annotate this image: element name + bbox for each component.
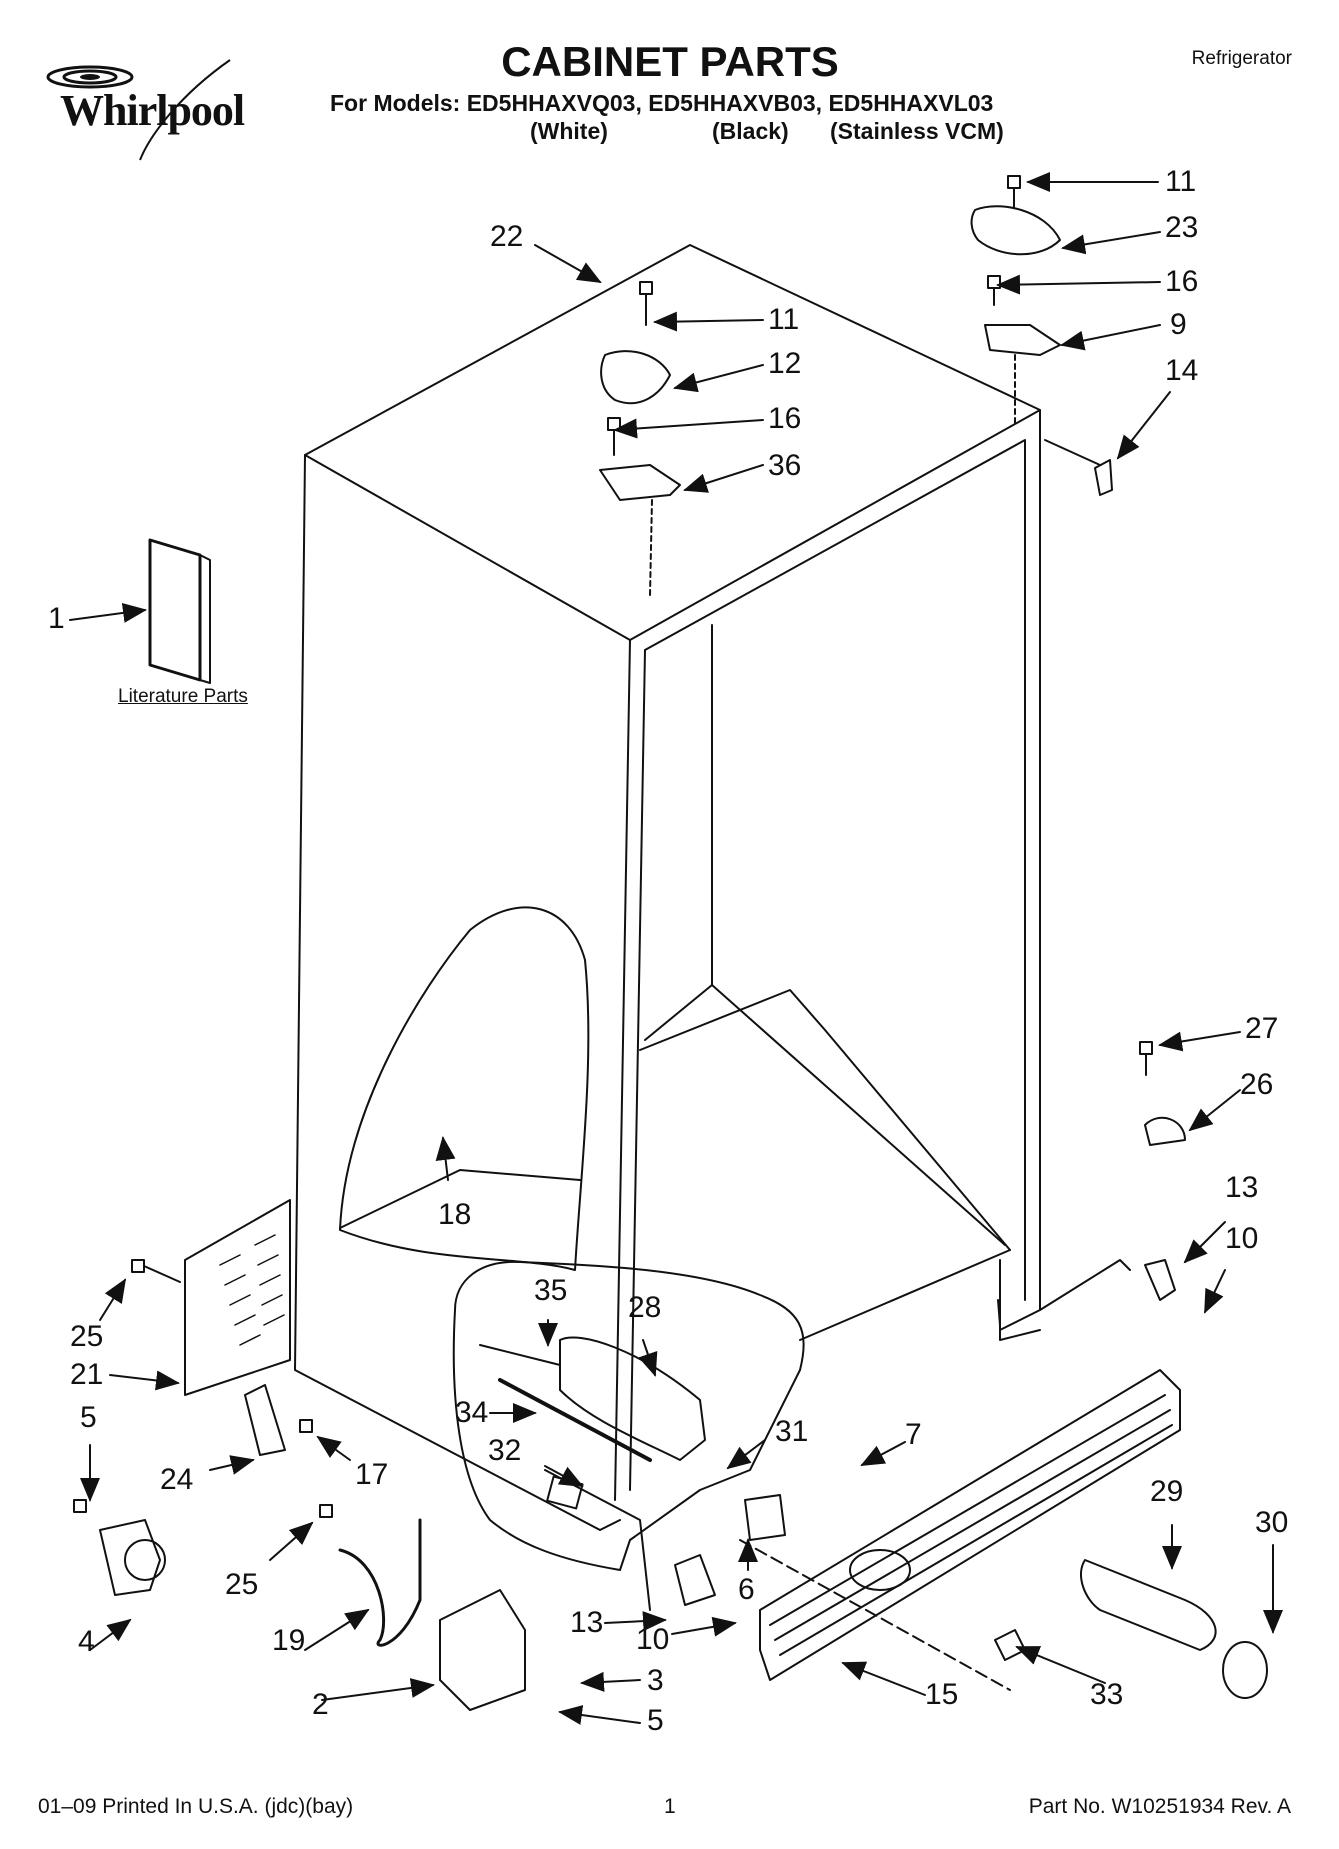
part-number: Part No. W10251934 Rev. A xyxy=(1028,1795,1291,1818)
hinge-bracket-9 xyxy=(984,324,1061,356)
callout-34: 34 xyxy=(455,1396,489,1429)
callout-27: 27 xyxy=(1245,1012,1279,1045)
cutaway-28 xyxy=(452,1260,805,1571)
callout-14: 14 xyxy=(1165,354,1199,387)
stop-14 xyxy=(1094,459,1113,496)
callout-26: 26 xyxy=(1240,1068,1274,1101)
roller-4 xyxy=(99,1519,161,1596)
hinge-cover-12 xyxy=(600,350,671,405)
callout-25-left: 25 xyxy=(70,1320,104,1353)
clip-33 xyxy=(994,1629,1026,1661)
brand-wordmark: Whirlpool xyxy=(60,86,245,135)
callout-33: 33 xyxy=(1090,1678,1124,1711)
callout-21: 21 xyxy=(70,1358,104,1391)
callout-31: 31 xyxy=(775,1415,809,1448)
category-label: Refrigerator xyxy=(1191,48,1292,69)
literature-parts-label: Literature Parts xyxy=(118,686,248,707)
callout-17: 17 xyxy=(355,1458,389,1491)
callout-18: 18 xyxy=(438,1198,472,1231)
callout-25-bottom: 25 xyxy=(225,1568,259,1601)
literature-booklet xyxy=(148,538,202,682)
filter-cap-30 xyxy=(1222,1641,1268,1699)
callout-10-bottom: 10 xyxy=(636,1623,670,1656)
bracket-13-top xyxy=(1144,1259,1176,1301)
callout-13-right: 13 xyxy=(1225,1171,1259,1204)
tube-34 xyxy=(498,1378,652,1462)
callout-1: 1 xyxy=(48,602,65,635)
callout-36: 36 xyxy=(768,449,802,482)
hinge-bracket-36 xyxy=(599,464,681,501)
models-line: For Models: ED5HHAXVQ03, ED5HHAXVB03, ED… xyxy=(330,90,994,116)
callout-13-bottom: 13 xyxy=(570,1606,604,1639)
bottom-hinge-2 xyxy=(439,1589,526,1711)
bracket-24 xyxy=(244,1384,286,1456)
callout-16-top: 16 xyxy=(1165,265,1199,298)
filter-cartridge-29 xyxy=(1080,1559,1217,1651)
panel-21 xyxy=(184,1199,291,1396)
callout-15: 15 xyxy=(925,1678,959,1711)
callout-6: 6 xyxy=(738,1573,755,1606)
callout-5-bottom: 5 xyxy=(647,1704,664,1737)
screws xyxy=(73,175,1153,1518)
callout-9: 9 xyxy=(1170,308,1187,341)
callout-24: 24 xyxy=(160,1463,194,1496)
water-tube-19 xyxy=(338,1518,422,1647)
callout-5-left: 5 xyxy=(80,1401,97,1434)
leader-arrows xyxy=(69,172,1283,1725)
toe-grille-15 xyxy=(739,1369,1181,1691)
variant-stainless: (Stainless VCM) xyxy=(830,118,1004,144)
callout-23: 23 xyxy=(1165,211,1199,244)
callout-12: 12 xyxy=(768,347,802,380)
cabinet-body xyxy=(294,244,1131,1611)
bracket-26 xyxy=(1144,1116,1186,1146)
callout-35: 35 xyxy=(534,1274,568,1307)
callout-7: 7 xyxy=(905,1418,922,1451)
callout-16: 16 xyxy=(768,402,802,435)
callout-30: 30 xyxy=(1255,1506,1289,1539)
callout-11-top: 11 xyxy=(1165,165,1197,198)
callout-10-right: 10 xyxy=(1225,1222,1259,1255)
tube-35 xyxy=(479,1344,561,1366)
callout-29: 29 xyxy=(1150,1475,1184,1508)
variant-white: (White) xyxy=(530,118,608,144)
bracket-6 xyxy=(744,1494,786,1541)
callout-3: 3 xyxy=(647,1664,664,1697)
whirlpool-logo: Whirlpool xyxy=(30,55,280,165)
callout-2: 2 xyxy=(312,1688,329,1721)
print-info: 01–09 Printed In U.S.A. (jdc)(bay) xyxy=(38,1795,354,1818)
callout-22: 22 xyxy=(490,220,524,253)
bracket-13-bottom xyxy=(674,1554,716,1606)
callout-28: 28 xyxy=(628,1291,662,1324)
callout-19: 19 xyxy=(272,1624,306,1657)
water-filter-28 xyxy=(559,1336,706,1461)
swirl-icon xyxy=(46,59,231,161)
hinge-cover-23 xyxy=(970,205,1061,256)
callout-32: 32 xyxy=(488,1434,522,1467)
callout-4: 4 xyxy=(78,1625,95,1658)
callout-11: 11 xyxy=(768,303,800,336)
page-title: CABINET PARTS xyxy=(501,38,839,85)
variant-black: (Black) xyxy=(712,118,789,144)
page-number: 1 xyxy=(664,1795,676,1818)
